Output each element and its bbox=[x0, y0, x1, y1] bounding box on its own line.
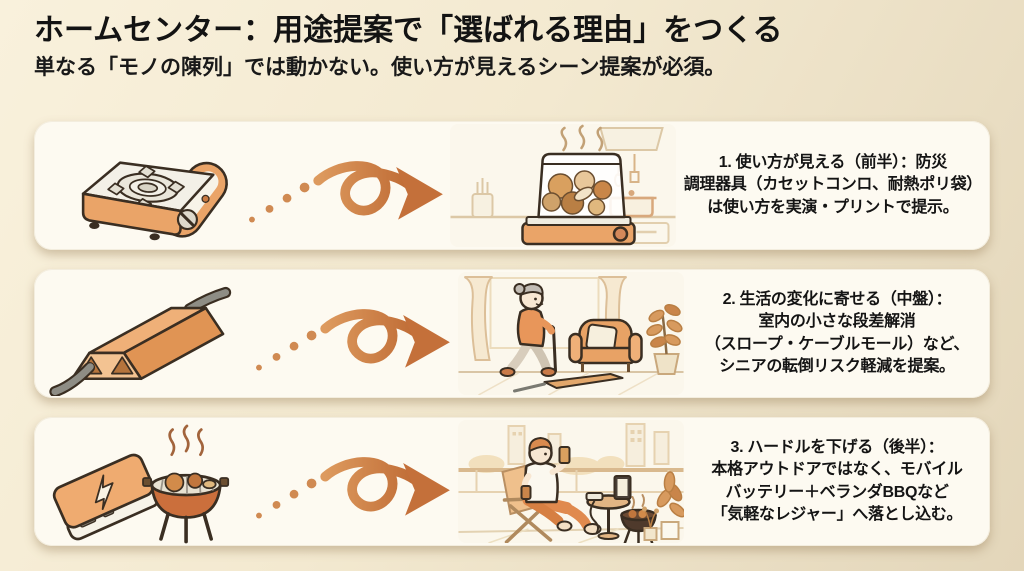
balcony-bbq-scene bbox=[458, 420, 684, 543]
row-text-1-line-1: 1. 使い方が見える（前半）：防災 bbox=[718, 154, 948, 172]
row-text-3-line-4: 「気軽なレジャー」へ落とし込む。 bbox=[711, 505, 963, 523]
row-text-1: 1. 使い方が見える（前半）：防災 調理器具（カセットコンロ、耐熱ポリ袋） は使… bbox=[676, 152, 990, 218]
row-text-2-line-1: 2. 生活の変化に寄せる（中盤）： bbox=[722, 291, 952, 309]
row-text-3-line-2: 本格アウトドアではなく、モバイル bbox=[711, 461, 963, 479]
row-text-1-line-3: は使い方を実演・プリントで提示。 bbox=[707, 198, 959, 216]
row-text-2: 2. 生活の変化に寄せる（中盤）： 室内の小さな段差解消 （スロープ・ケーブルモ… bbox=[684, 289, 990, 377]
row-text-3: 3. ハードルを下げる（後半）： 本格アウトドアではなく、モバイル バッテリー＋… bbox=[684, 437, 990, 525]
row-text-2-line-4: シニアの転倒リスク軽減を提案。 bbox=[719, 357, 955, 375]
row-text-2-line-2: 室内の小さな段差解消 bbox=[758, 313, 916, 331]
loop-arrow-icon bbox=[255, 456, 450, 519]
row-card-2: 2. 生活の変化に寄せる（中盤）： 室内の小さな段差解消 （スロープ・ケーブルモ… bbox=[34, 269, 990, 398]
row-card-1: 1. 使い方が見える（前半）：防災 調理器具（カセットコンロ、耐熱ポリ袋） は使… bbox=[34, 121, 990, 250]
product-illustration-1 bbox=[34, 121, 240, 250]
row-text-2-line-3: （スロープ・ケーブルモール）など、 bbox=[704, 335, 970, 353]
scene-illustration-2 bbox=[458, 272, 684, 395]
cable-protector-icon bbox=[49, 286, 232, 396]
powerbank-bbq-icon bbox=[52, 424, 230, 543]
cassette-stove-icon bbox=[81, 161, 228, 241]
header: ホームセンター：用途提案で「選ばれる理由」をつくる 単なる「モノの陳列」では動か… bbox=[34, 12, 1004, 81]
senior-living-room-scene bbox=[458, 272, 684, 395]
product-illustration-3 bbox=[34, 417, 244, 546]
row-card-3: 3. ハードルを下げる（後半）： 本格アウトドアではなく、モバイル バッテリー＋… bbox=[34, 417, 990, 546]
loop-arrow-icon bbox=[249, 160, 444, 223]
scene-illustration-1 bbox=[449, 124, 676, 247]
page-title: ホームセンター：用途提案で「選ばれる理由」をつくる bbox=[34, 14, 783, 47]
page-subtitle: 単なる「モノの陳列」では動かない。使い方が見えるシーン提案が必須。 bbox=[34, 55, 726, 79]
row-text-3-line-1: 3. ハードルを下げる（後半）： bbox=[730, 439, 944, 457]
transform-arrow-2 bbox=[244, 269, 458, 398]
transform-arrow-1 bbox=[240, 121, 450, 250]
kitchen-polybag-cooking-scene bbox=[450, 124, 676, 247]
transform-arrow-3 bbox=[244, 417, 458, 546]
product-illustration-2 bbox=[34, 269, 244, 398]
scene-illustration-3 bbox=[458, 420, 684, 543]
loop-arrow-icon bbox=[255, 308, 450, 371]
row-text-3-line-3: バッテリー＋ベランダBBQなど bbox=[725, 483, 949, 501]
row-text-1-line-2: 調理器具（カセットコンロ、耐熱ポリ袋） bbox=[683, 176, 983, 194]
